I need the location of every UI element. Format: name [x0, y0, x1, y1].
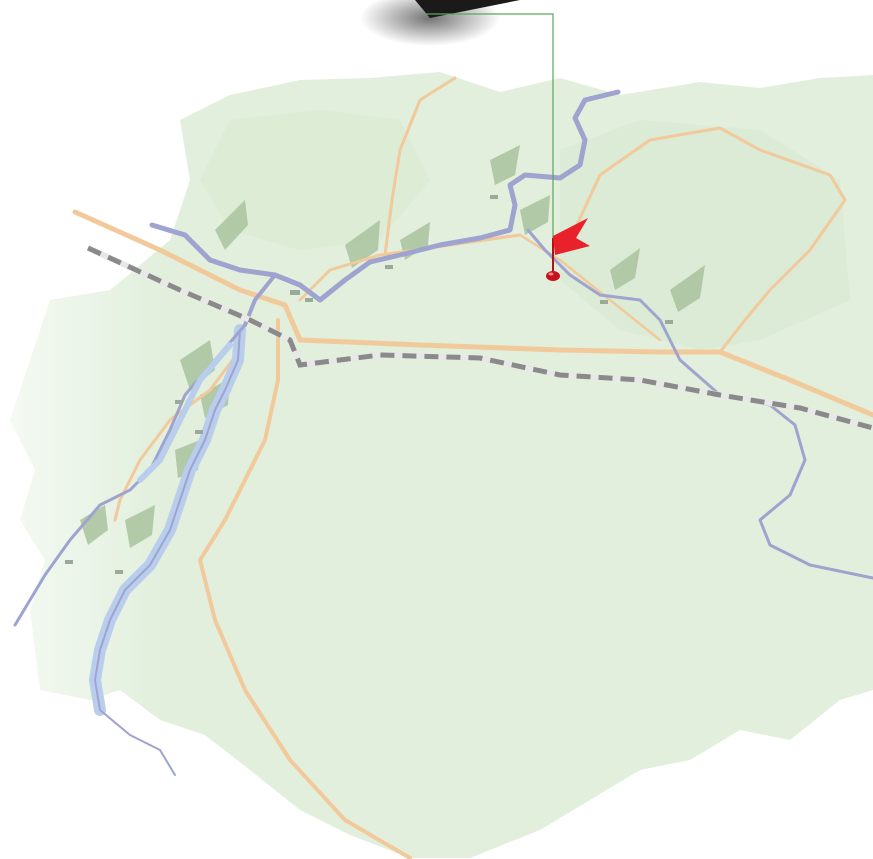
settlements — [65, 195, 673, 574]
road-east-loop — [568, 126, 847, 354]
road-main-east — [72, 209, 873, 418]
road-north-2 — [383, 76, 457, 257]
river-southwest-edge — [94, 329, 241, 776]
leader-line — [425, 13, 554, 272]
river-main — [149, 89, 621, 303]
road-south — [198, 318, 412, 859]
railway — [86, 245, 873, 431]
rivers — [13, 89, 873, 776]
road-west — [113, 348, 242, 522]
road-north-3 — [518, 233, 662, 342]
river-west-fill — [137, 342, 233, 483]
land-area — [10, 72, 873, 858]
red-flag-icon[interactable] — [546, 218, 590, 281]
